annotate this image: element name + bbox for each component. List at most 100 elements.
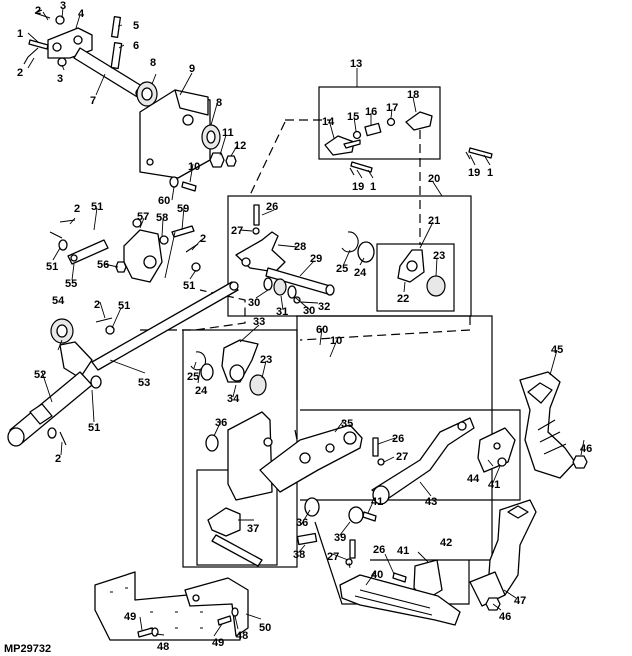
nut-17: [386, 117, 396, 127]
group-dashed-lines: [140, 119, 471, 441]
spring-pin-27-right: [377, 458, 385, 466]
callout-14: 14: [322, 116, 335, 128]
arm-57: [123, 229, 163, 283]
nut-46-top: [572, 455, 588, 469]
nut-15: [352, 130, 362, 140]
lever-28: [235, 231, 286, 273]
plate-35: [259, 424, 363, 493]
washer-3-top: [55, 15, 65, 25]
callout-10: 10: [188, 161, 200, 173]
callout-3: 3: [60, 0, 66, 12]
bolt-49-b: [217, 615, 232, 626]
arm-57-hole: [143, 255, 157, 269]
bushing-23: [426, 275, 446, 297]
pin-6: [110, 42, 123, 70]
callout-30: 30: [303, 305, 315, 317]
bolt-41-b: [497, 457, 507, 467]
callout-51: 51: [183, 280, 195, 292]
washer-51-f: [47, 427, 57, 439]
callout-40: 40: [371, 569, 383, 581]
callout-47: 47: [514, 595, 526, 607]
callout-46: 46: [580, 443, 592, 455]
screw-32: [293, 296, 301, 304]
callout-2: 2: [35, 5, 41, 17]
washer-3-left: [57, 57, 67, 67]
callout-27: 27: [327, 551, 339, 563]
callout-7: 7: [90, 95, 96, 107]
group-bottom-assembly: [94, 571, 249, 641]
callout-24: 24: [195, 385, 208, 397]
callout-55: 55: [65, 278, 77, 290]
callout-26: 26: [266, 201, 278, 213]
callout-26: 26: [373, 544, 385, 556]
callout-12: 12: [234, 140, 246, 152]
cotter-19-left: [349, 167, 355, 176]
nut-12: [225, 155, 237, 167]
cotter-19-right: [465, 151, 471, 160]
callout-41: 41: [397, 545, 409, 557]
callout-13: 13: [350, 58, 362, 70]
callout-34: 34: [227, 393, 240, 405]
pedal-arm-43: [371, 417, 475, 501]
callout-23: 23: [433, 250, 445, 262]
callout-2: 2: [55, 453, 61, 465]
pedal-47: [487, 499, 537, 596]
callout-19: 19: [352, 181, 364, 193]
nut-11: [209, 152, 225, 168]
box-40-outline: [296, 315, 493, 561]
callout-41: 41: [371, 496, 383, 508]
plate-35-hole-b: [325, 443, 335, 453]
bracket-36: [227, 411, 273, 501]
callout-3: 3: [57, 73, 63, 85]
bearing-8-lower-inner: [206, 130, 216, 144]
callout-27: 27: [231, 225, 243, 237]
bolt-59: [171, 225, 195, 238]
rod-53-end: [229, 281, 239, 291]
shaft-52-end: [7, 427, 25, 447]
bellcrank-arm: [59, 341, 93, 379]
callout-16: 16: [365, 106, 377, 118]
box-21: [376, 243, 455, 312]
washer-48-b: [231, 607, 239, 617]
pivot-hole-left: [52, 42, 62, 52]
retaining-ring-25: [341, 231, 359, 253]
shaft-37: [211, 534, 263, 567]
callout-10: 10: [330, 335, 342, 347]
shaft-7: [73, 47, 146, 99]
callout-49: 49: [124, 611, 136, 623]
bolt-41-a: [362, 511, 377, 522]
pedal-45-ribs: [537, 419, 567, 455]
callout-54: 54: [52, 295, 65, 307]
callout-11: 11: [222, 127, 234, 139]
callout-51: 51: [88, 422, 100, 434]
washer-60-top: [169, 176, 179, 188]
callout-44: 44: [467, 473, 480, 485]
washer-51-e: [90, 375, 102, 389]
callout-58: 58: [156, 212, 168, 224]
callout-36: 36: [215, 417, 227, 429]
leader-lines: [27, 7, 585, 637]
box-45-outline: [300, 409, 521, 501]
callout-32: 32: [318, 301, 330, 313]
cotter-2-left: [23, 47, 39, 65]
pin-26-bottom: [349, 539, 356, 559]
callout-2: 2: [200, 233, 206, 245]
arm-34-hole: [229, 364, 245, 382]
arm-22-hole: [406, 260, 418, 272]
group-box-13-parts: [324, 111, 493, 176]
pin-5: [110, 16, 122, 38]
cotter-2-top: [34, 9, 51, 19]
callout-31: 31: [276, 306, 288, 318]
bearing-8-upper-inner: [141, 87, 153, 101]
washer-30-b: [287, 285, 297, 299]
callout-37: 37: [247, 523, 259, 535]
callout-45: 45: [551, 344, 563, 356]
bolt-1-right: [468, 147, 493, 159]
callout-27: 27: [396, 451, 408, 463]
callout-53: 53: [138, 377, 150, 389]
callout-39: 39: [334, 532, 346, 544]
callout-9: 9: [189, 63, 195, 75]
rod-end-thread: [343, 139, 361, 149]
callout-48: 48: [157, 641, 169, 653]
callout-2: 2: [74, 203, 80, 215]
